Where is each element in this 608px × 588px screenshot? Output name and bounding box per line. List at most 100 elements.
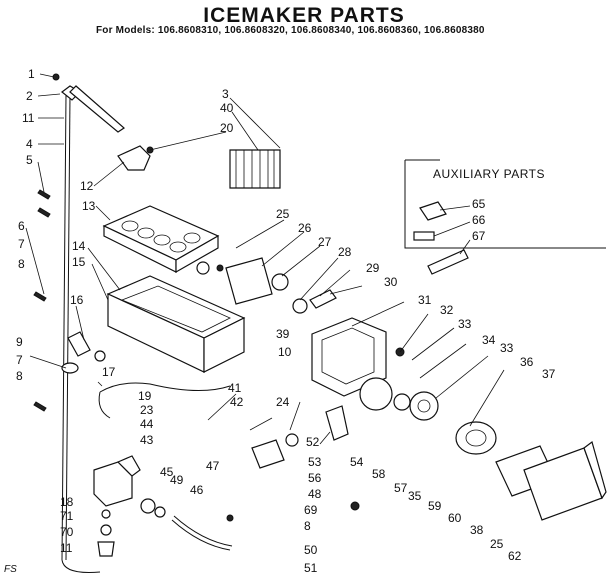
callout-57: 57: [394, 481, 408, 495]
callout-27: 27: [318, 235, 332, 249]
callout-29: 29: [366, 261, 380, 275]
callout-4: 4: [26, 137, 33, 151]
callout-20: 20: [220, 121, 234, 135]
callout-7b: 7: [16, 353, 23, 367]
corner-mark: FS: [4, 564, 17, 575]
callout-60: 60: [448, 511, 462, 525]
fitting-48: [251, 439, 285, 469]
callout-6: 6: [18, 219, 25, 233]
callout-23: 23: [140, 403, 154, 417]
callout-71: 71: [60, 509, 74, 523]
callout-49: 49: [170, 473, 184, 487]
callout-41: 41: [228, 381, 242, 395]
callout-32: 32: [440, 303, 454, 317]
tube-47: [171, 519, 231, 551]
callout-51: 51: [304, 561, 318, 575]
callout-39: 39: [276, 327, 290, 341]
callout-46: 46: [190, 483, 204, 497]
callout-24: 24: [276, 395, 290, 409]
mount-plate-26: [225, 257, 273, 305]
callout-11b: 11: [60, 541, 73, 555]
callout-47: 47: [206, 459, 220, 473]
fill-tube: [69, 85, 125, 133]
callout-36: 36: [520, 355, 534, 369]
callout-25: 25: [276, 207, 290, 221]
callout-14: 14: [72, 239, 86, 253]
bracket-12: [117, 145, 151, 171]
callout-45: 45: [160, 465, 174, 479]
callout-65: 65: [472, 197, 486, 211]
callout-59: 59: [428, 499, 442, 513]
callout-10: 10: [278, 345, 292, 359]
callout-15: 15: [72, 255, 86, 269]
callout-28: 28: [338, 245, 352, 259]
callout-33b: 33: [500, 341, 514, 355]
models-line: For Models: 106.8608310, 106.8608320, 10…: [96, 25, 485, 36]
fitting-16: [67, 331, 91, 357]
callout-62: 62: [508, 549, 522, 563]
gear-35: [409, 391, 439, 421]
callout-26: 26: [298, 221, 312, 235]
callout-8: 8: [18, 257, 25, 271]
callout-12: 12: [80, 179, 94, 193]
callout-66: 66: [472, 213, 486, 227]
callout-19: 19: [138, 389, 152, 403]
callout-numbers: 1 2 11 4 5 6 7 8 9 7 8 12 13 14 15 16 17…: [16, 67, 556, 575]
aux-faucet-65: [419, 201, 447, 221]
callout-5: 5: [26, 153, 33, 167]
callout-54: 54: [350, 455, 364, 469]
callout-56: 56: [308, 471, 322, 485]
auxiliary-parts-title: AUXILIARY PARTS: [433, 167, 545, 181]
callout-1: 1: [28, 67, 35, 81]
callout-69: 69: [304, 503, 318, 517]
arm-29: [309, 289, 337, 309]
callout-30: 30: [384, 275, 398, 289]
leader-lines: [25, 73, 505, 445]
screw-8: [33, 291, 47, 302]
callout-2: 2: [26, 89, 33, 103]
callout-11: 11: [22, 111, 35, 125]
callout-8b: 8: [16, 369, 23, 383]
lever-56: [325, 405, 349, 441]
auxiliary-box-outline: [404, 160, 606, 249]
cam-54: [359, 377, 393, 411]
thermostat-grill: [229, 149, 281, 189]
callout-18: 18: [60, 495, 74, 509]
callout-3: 3: [222, 87, 229, 101]
callout-42: 42: [230, 395, 244, 409]
callout-37: 37: [542, 367, 556, 381]
callout-25b: 25: [490, 537, 504, 551]
aux-tube-67: [427, 249, 469, 275]
callout-8c: 8: [304, 519, 311, 533]
motor-60: [455, 421, 497, 455]
gear-28: [292, 298, 308, 314]
wire-harness-19: [99, 382, 231, 393]
clip-9: [61, 362, 79, 374]
callout-58: 58: [372, 467, 386, 481]
callout-9: 9: [16, 335, 23, 349]
callout-48: 48: [308, 487, 322, 501]
callout-50: 50: [304, 543, 318, 557]
left-shaft-line: [61, 94, 67, 561]
callout-67: 67: [472, 229, 486, 243]
callout-17: 17: [102, 365, 116, 379]
callout-31: 31: [418, 293, 432, 307]
callout-16: 16: [70, 293, 84, 307]
callout-7: 7: [18, 237, 25, 251]
callout-44: 44: [140, 417, 154, 431]
callout-40: 40: [220, 101, 234, 115]
callout-53: 53: [308, 455, 322, 469]
callout-70: 70: [60, 525, 74, 539]
callout-33: 33: [458, 317, 472, 331]
page-title: ICEMAKER PARTS: [203, 4, 405, 27]
aux-nut-66: [413, 231, 435, 241]
callout-35: 35: [408, 489, 422, 503]
callout-52: 52: [306, 435, 320, 449]
screw-5: [37, 189, 51, 200]
callout-38: 38: [470, 523, 484, 537]
gear-27: [271, 273, 289, 291]
callout-43: 43: [140, 433, 154, 447]
callout-13: 13: [82, 199, 96, 213]
